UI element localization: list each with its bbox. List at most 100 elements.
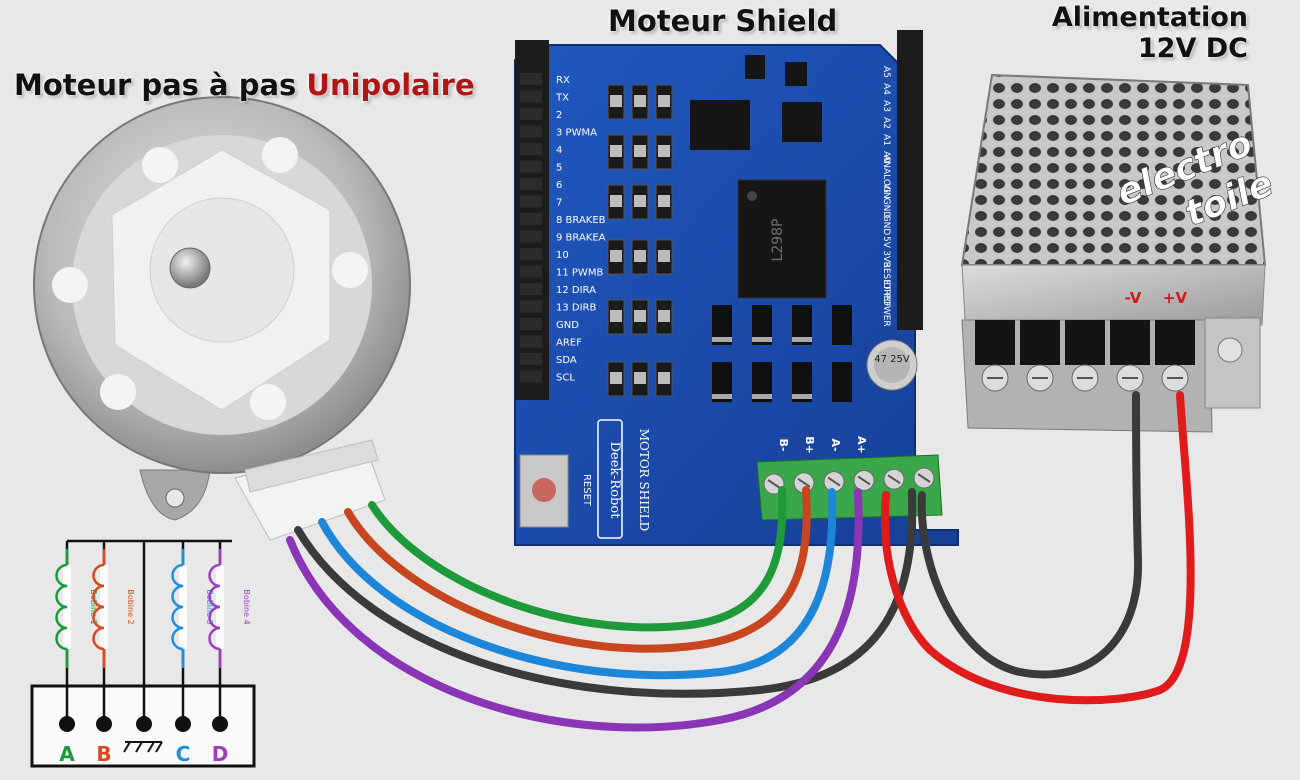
diodes <box>712 305 852 402</box>
right-pin-label: ANALOG <box>881 155 891 193</box>
pin-label: 12 DIRA <box>556 285 596 296</box>
coil-label: Bobine 3 <box>205 589 214 624</box>
connector-terminal <box>59 716 75 732</box>
stepper-motor <box>33 96 411 541</box>
right-pin-label: GND <box>881 198 891 219</box>
connector-terminal <box>212 716 228 732</box>
coil-label: Bobine 4 <box>242 589 251 624</box>
logic-ic <box>690 100 750 150</box>
pin-label: 3 PWMA <box>556 128 597 139</box>
right-pin-label: A4 <box>881 83 891 95</box>
pin-label: 11 PWMB <box>556 268 603 279</box>
pin-label: 13 DIRB <box>556 303 597 314</box>
jumper-pin <box>610 95 622 107</box>
wire-red-psu <box>880 391 1195 705</box>
pin-label: GND <box>556 320 579 331</box>
model-label: MOTOR SHIELD <box>637 429 651 532</box>
wire-blue <box>318 488 837 680</box>
connector-terminal <box>175 716 191 732</box>
right-pin-label: VIN <box>881 183 891 199</box>
pin-label: 5 <box>556 163 562 174</box>
psu-adjust-pot <box>1217 337 1243 363</box>
terminal-label: A+ <box>855 436 868 454</box>
psu-title: Alimentation 12V DC <box>1052 2 1248 64</box>
brand-box <box>597 419 623 539</box>
right-pin-label: 3V3 <box>881 250 891 268</box>
header-pin <box>520 143 542 155</box>
pin-label: SCL <box>556 373 575 384</box>
motor-boss <box>250 384 286 420</box>
psu-neg-label: -V <box>1125 289 1142 307</box>
right-pin-label: A1 <box>881 134 891 146</box>
motor-boss <box>52 267 88 303</box>
motor-connector-pins <box>244 439 379 493</box>
motor-hub <box>149 197 295 343</box>
diode <box>712 305 732 345</box>
right-pin-label: A0 <box>881 151 891 163</box>
psu-title-line1: Alimentation <box>1051 2 1248 33</box>
header-pin <box>520 73 542 85</box>
header-pin <box>520 318 542 330</box>
coil-winding <box>171 563 184 651</box>
pin-label: AREF <box>556 338 582 349</box>
header-pin <box>520 265 542 278</box>
motor-title-highlight: Unipolaire <box>306 68 475 102</box>
pin-label: 6 <box>556 180 562 191</box>
terminal-letter: C <box>176 742 191 766</box>
wires <box>286 391 1195 732</box>
diode <box>712 362 732 402</box>
diode <box>792 362 812 402</box>
psu-terminal-cover <box>1155 320 1195 365</box>
terminal-letter: B <box>96 742 111 766</box>
jumper-pin <box>634 310 646 322</box>
header-pin <box>520 213 542 225</box>
coil-winding <box>208 563 221 651</box>
terminal-letter: D <box>212 742 229 766</box>
jumper-pin <box>658 95 670 107</box>
right-pin-label: 5V <box>881 236 891 249</box>
motor-boss <box>100 374 136 410</box>
pin-label: 9 BRAKEA <box>556 233 606 244</box>
header-pin <box>520 178 542 190</box>
jumper-pin <box>610 195 622 207</box>
diode <box>752 305 772 345</box>
pin-label: TX <box>555 93 569 104</box>
right-pin-label: GND <box>881 215 891 236</box>
right-header <box>897 30 923 330</box>
coil-winding <box>92 563 105 651</box>
psu-terminal-cover <box>1065 320 1105 365</box>
terminal-label: B- <box>777 439 790 452</box>
right-pin-label: POWER <box>881 293 891 326</box>
terminal-label: A- <box>829 438 842 451</box>
motor-boss <box>142 147 178 183</box>
jumper-pin <box>610 310 622 322</box>
jumper-pin <box>658 310 670 322</box>
jumper-pin <box>634 95 646 107</box>
reset-button-cap <box>532 478 556 502</box>
driver-ic <box>782 102 822 142</box>
motor-shaft <box>169 247 211 289</box>
jumper-pin <box>634 372 646 384</box>
right-pin-label: IOREF <box>881 280 891 307</box>
terminal-label: B+ <box>803 436 816 454</box>
header-pin <box>520 230 542 243</box>
pin-label: 2 <box>556 110 562 121</box>
header-pin <box>520 370 542 383</box>
header-pin <box>520 160 542 173</box>
psu-terminal-cover <box>1110 320 1150 365</box>
chip-label: L298P <box>770 219 786 262</box>
header-pin <box>520 300 542 313</box>
diode <box>752 362 772 402</box>
psu-terminals <box>975 320 1195 392</box>
ground-symbol <box>123 741 163 753</box>
pin-label: 4 <box>556 145 562 156</box>
jumper-pin <box>658 372 670 384</box>
coil-label: Bobine 2 <box>126 589 135 624</box>
psu-terminal-cover <box>1020 320 1060 365</box>
jumper-pin <box>610 250 622 262</box>
reset-label: RESET <box>581 474 592 507</box>
motor-boss <box>332 252 368 288</box>
wire-orange <box>344 486 811 653</box>
right-pin-label: A5 <box>881 66 891 78</box>
